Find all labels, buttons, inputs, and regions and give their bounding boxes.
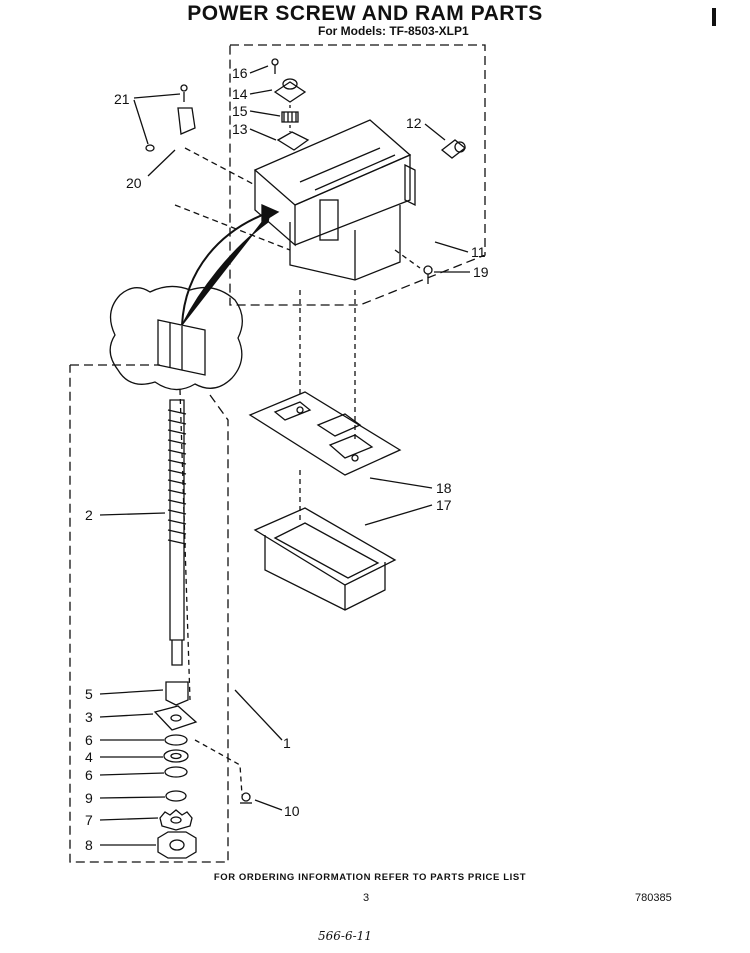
callout-16: 16 bbox=[232, 65, 248, 81]
callout-21: 21 bbox=[114, 91, 130, 107]
power-screw-housing bbox=[253, 119, 416, 281]
part-15-gear bbox=[281, 111, 299, 123]
callout-11: 11 bbox=[471, 244, 486, 260]
callout-19: 19 bbox=[473, 264, 489, 280]
callout-7: 7 bbox=[85, 812, 93, 828]
callout-4: 4 bbox=[85, 749, 93, 765]
part-13-plate bbox=[276, 131, 310, 151]
part-3-plate bbox=[153, 705, 198, 731]
ordering-info-note: FOR ORDERING INFORMATION REFER TO PARTS … bbox=[213, 872, 527, 883]
part-17-pan bbox=[253, 507, 397, 586]
callout-18: 18 bbox=[436, 480, 452, 496]
callout-15: 15 bbox=[232, 103, 248, 119]
callout-2: 2 bbox=[85, 507, 93, 523]
edge-mark bbox=[712, 8, 716, 26]
part-18-gasket bbox=[248, 391, 402, 476]
callout-6-upper: 6 bbox=[85, 732, 93, 748]
part-4-bearing bbox=[163, 749, 189, 763]
callout-13: 13 bbox=[232, 121, 248, 137]
models-subtitle: For Models: TF-8503-XLP1 bbox=[318, 24, 469, 38]
callout-10: 10 bbox=[284, 803, 300, 819]
part-5-nut bbox=[165, 681, 189, 706]
lower-assembly-frame bbox=[69, 364, 229, 863]
callout-14: 14 bbox=[232, 86, 248, 102]
part-7-sprocket bbox=[159, 809, 193, 831]
part-20-bracket bbox=[177, 107, 196, 135]
document-code: 780385 bbox=[635, 892, 672, 904]
part-6-washer-lower bbox=[164, 766, 188, 778]
callout-1: 1 bbox=[283, 735, 291, 751]
callout-5: 5 bbox=[85, 686, 93, 702]
callout-17: 17 bbox=[436, 497, 452, 513]
callout-3: 3 bbox=[85, 709, 93, 725]
diagram-title: POWER SCREW AND RAM PARTS bbox=[187, 2, 543, 25]
handwritten-note: 566-6-11 bbox=[318, 929, 372, 943]
callout-12: 12 bbox=[406, 115, 422, 131]
part-8-hex-nut bbox=[157, 831, 197, 859]
part-14-block bbox=[273, 81, 307, 103]
callout-20: 20 bbox=[126, 175, 142, 191]
reference-arrow bbox=[181, 211, 271, 326]
part-9-spacer bbox=[165, 790, 187, 802]
inset-detail bbox=[109, 285, 243, 391]
callout-9: 9 bbox=[85, 790, 93, 806]
callout-8: 8 bbox=[85, 837, 93, 853]
page-number: 3 bbox=[363, 892, 370, 904]
callout-6-lower: 6 bbox=[85, 767, 93, 783]
part-2-power-screw bbox=[167, 399, 187, 666]
part-6-washer-upper bbox=[164, 734, 188, 746]
